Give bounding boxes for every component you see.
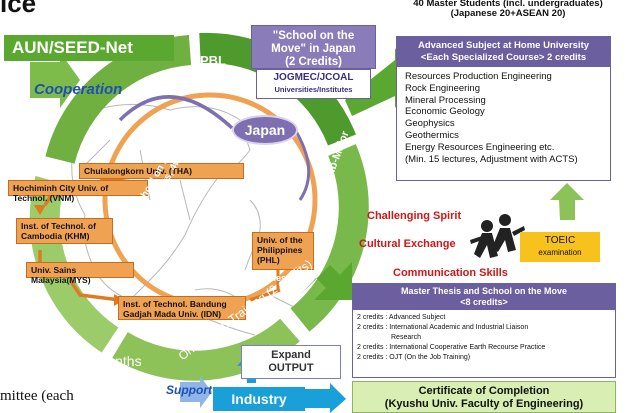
advanced-item: Geophysics: [405, 118, 455, 130]
thesis-item: 2 credits : OJT (On the Job Training): [357, 354, 471, 361]
expand-line1: Expand: [271, 349, 311, 361]
som-line3: (2 Credits): [285, 56, 342, 68]
univ-mys: Univ. Sains Malaysia(MYS): [26, 262, 134, 285]
arrow-up-green: [550, 183, 584, 220]
advanced-item: Mineral Processing: [405, 94, 486, 106]
jogmec-title: JOGMEC/JCOAL: [273, 72, 354, 83]
advanced-subject-header: Advanced Subject at Home University <Eac…: [397, 37, 610, 67]
arrow-to-abox: [345, 48, 412, 116]
advanced-subject-list: Resources Production Engineering Rock En…: [405, 71, 610, 165]
univ-idn: Inst. of Technol. Bandung Gadjah Mada Un…: [118, 296, 246, 320]
expand-line2: OUTPUT: [268, 362, 314, 374]
arrow-aun-right: [30, 52, 80, 108]
advanced-header2: <Each Specialized Course> 2 credits: [420, 52, 587, 63]
advanced-item: Rock Engineering: [405, 82, 480, 94]
univ-tha: Chulalongkorn Univ. (THA): [79, 163, 244, 179]
purple-arc: [118, 95, 234, 130]
toeic-sub: examination: [538, 248, 582, 257]
arrow-down-right: [300, 262, 352, 300]
arrow-blue-right: [180, 376, 212, 408]
challenging-spirit-label: Challenging Spirit: [367, 210, 462, 222]
cultural-exchange-label: Cultural Exchange: [359, 238, 456, 250]
pbl-label: PBL: [200, 53, 226, 68]
univ-vnm: Hochiminh City Univ. of Technol. (VNM): [8, 180, 148, 203]
advanced-item: Economic Geology: [405, 106, 485, 118]
cooperation-label: Cooperation: [34, 81, 123, 98]
communication-skills-label: Communication Skills: [393, 267, 508, 279]
advanced-item: Geothermics: [405, 129, 459, 141]
certificate-box: Certificate of Completion (Kyushu Univ. …: [352, 381, 616, 413]
japan-node: Japan: [232, 115, 298, 145]
master-thesis-box: Master Thesis and School on the Move <8 …: [352, 283, 616, 378]
master-thesis-header1: Master Thesis and School on the Move: [400, 286, 568, 296]
support-label: Support: [166, 383, 212, 397]
certificate-line2: (Kyushu Univ. Faculty of Engineering): [384, 398, 584, 410]
aun-seed-net-label: AUN/SEED-Net: [4, 35, 174, 61]
purple-arc-2: [292, 127, 311, 201]
toeic-title: TOEIC: [544, 235, 576, 246]
thesis-item: 2 credits : Advanced Subject: [357, 314, 446, 321]
min-universities-label: Min. 3 universities: [208, 273, 287, 283]
heading-fragment: ice: [0, 0, 37, 18]
master-students-line1: 40 Master Students (incl. undergraduates…: [413, 0, 603, 9]
expand-output-box: Expand OUTPUT: [241, 345, 341, 379]
body-fragment: mittee (each: [0, 388, 74, 404]
advanced-header1: Advanced Subject at Home University: [417, 40, 590, 51]
advanced-subject-box: Advanced Subject at Home University <Eac…: [396, 36, 611, 181]
advanced-item: Resources Production Engineering: [405, 71, 552, 82]
thesis-item: 2 credits : International Academic and I…: [357, 324, 529, 331]
jogmec-subtitle: Universities/Institutes: [274, 85, 353, 94]
three-months-label: 3 months: [84, 353, 142, 369]
thesis-item: Research: [391, 334, 421, 341]
certificate-line1: Certificate of Completion: [418, 385, 550, 397]
thesis-item: 2 credits : International Cooperative Ea…: [357, 344, 546, 351]
univ-phl: Univ. of the Philippines (PHL): [252, 232, 314, 270]
toeic-box: TOEIC examination: [520, 232, 600, 262]
master-thesis-header2: <8 credits>: [460, 297, 508, 307]
master-thesis-header: Master Thesis and School on the Move <8 …: [353, 284, 615, 310]
advanced-item: Energy Resources Engineering etc.: [405, 141, 555, 153]
advanced-item: (Min. 15 lectures, Adjustment with ACTS): [405, 153, 578, 165]
school-on-move-japan-box: "School on the Move" in Japan (2 Credits…: [251, 25, 376, 69]
univ-khm: Inst. of Technol. of Cambodia (KHM): [16, 218, 113, 244]
arrow-industry-right: [305, 383, 346, 413]
som-line1: "School on the: [272, 30, 355, 42]
jogmec-box: JOGMEC/JCOAL Universities/Institutes: [256, 69, 371, 99]
master-thesis-list: 2 credits : Advanced Subject 2 credits :…: [357, 313, 615, 363]
master-students-line2: (Japanese 20+ASEAN 20): [450, 8, 566, 19]
industry-box: Industry: [213, 387, 305, 411]
people-figure-icon: [470, 214, 525, 258]
master-students-header: 40 Master Students (incl. undergraduates…: [398, 0, 618, 19]
som-line2: Move" in Japan: [271, 43, 356, 55]
